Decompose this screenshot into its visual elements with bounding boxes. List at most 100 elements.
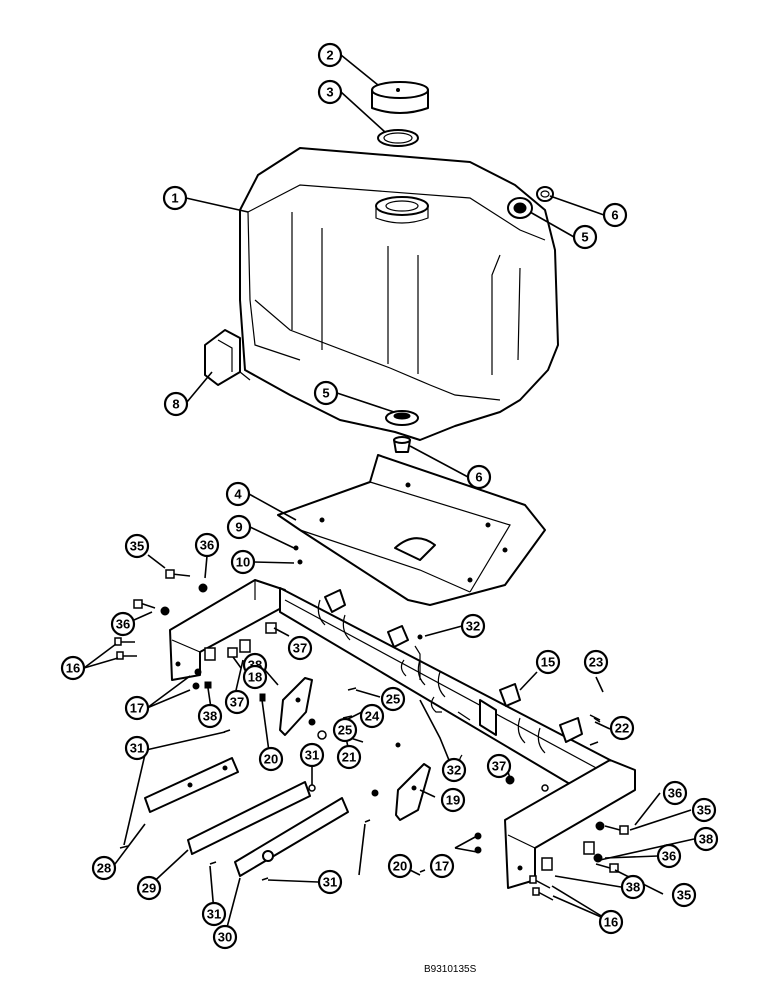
svg-text:32: 32: [466, 619, 480, 634]
svg-text:4: 4: [234, 487, 242, 502]
svg-text:38: 38: [699, 832, 713, 847]
svg-text:20: 20: [393, 859, 407, 874]
callout-5: 5: [572, 224, 598, 250]
svg-text:5: 5: [322, 386, 329, 401]
svg-text:37: 37: [293, 641, 307, 656]
callout-36: 36: [662, 780, 688, 806]
wear-strip-28: [144, 757, 239, 813]
callout-4: 4: [225, 481, 251, 507]
cap-gasket: [377, 129, 419, 147]
callout-30: 30: [212, 924, 238, 950]
svg-text:2: 2: [326, 48, 333, 63]
callout-17: 17: [429, 853, 455, 879]
callout-19: 19: [440, 787, 466, 813]
callout-31: 31: [299, 742, 325, 768]
svg-text:35: 35: [130, 539, 144, 554]
callout-31: 31: [317, 869, 343, 895]
svg-text:5: 5: [581, 230, 588, 245]
callout-3: 3: [317, 79, 343, 105]
callout-28: 28: [91, 855, 117, 881]
svg-text:18: 18: [248, 670, 262, 685]
callout-35: 35: [691, 797, 717, 823]
svg-text:10: 10: [236, 555, 250, 570]
tank: [239, 147, 559, 441]
callout-37: 37: [486, 753, 512, 779]
mounting-plate-19: [395, 763, 431, 821]
svg-text:1: 1: [171, 191, 178, 206]
svg-text:36: 36: [200, 538, 214, 553]
svg-text:3: 3: [326, 85, 333, 100]
svg-text:19: 19: [446, 793, 460, 808]
callout-8: 8: [163, 391, 189, 417]
svg-text:21: 21: [342, 750, 356, 765]
grommet-upper: [507, 197, 533, 219]
figure-id: B9310135S: [424, 964, 477, 975]
svg-text:38: 38: [626, 880, 640, 895]
callout-37: 37: [224, 689, 250, 715]
callout-1: 1: [162, 185, 188, 211]
callout-36: 36: [110, 611, 136, 637]
svg-text:31: 31: [130, 741, 144, 756]
tank-bracket: [204, 329, 251, 386]
svg-text:16: 16: [604, 915, 618, 930]
svg-text:16: 16: [66, 661, 80, 676]
callout-38: 38: [620, 874, 646, 900]
callout-25: 25: [380, 686, 406, 712]
svg-text:15: 15: [541, 655, 555, 670]
callout-36: 36: [194, 532, 220, 558]
svg-text:31: 31: [323, 875, 337, 890]
svg-text:6: 6: [611, 208, 618, 223]
svg-text:6: 6: [475, 470, 482, 485]
callout-36: 36: [656, 843, 682, 869]
callout-25: 25: [332, 717, 358, 743]
svg-text:8: 8: [172, 397, 179, 412]
wear-strip-30: [234, 797, 349, 877]
mounting-plate-18: [279, 677, 313, 736]
tank-cap: [371, 81, 429, 114]
wear-strip-29: [187, 781, 311, 855]
callout-2: 2: [317, 42, 343, 68]
svg-text:28: 28: [97, 861, 111, 876]
leader-lines: [83, 54, 695, 936]
callout-5: 5: [313, 380, 339, 406]
svg-text:24: 24: [365, 709, 380, 724]
svg-text:22: 22: [615, 721, 629, 736]
callout-24: 24: [359, 703, 385, 729]
svg-text:31: 31: [207, 907, 221, 922]
callouts: 2 3 1 6 5 8 5 6 4 9 35 36 10 36 32 37 16…: [60, 42, 719, 950]
svg-text:20: 20: [264, 752, 278, 767]
callout-22: 22: [609, 715, 635, 741]
svg-text:38: 38: [203, 709, 217, 724]
svg-text:9: 9: [235, 520, 242, 535]
svg-text:17: 17: [130, 701, 144, 716]
callout-35: 35: [124, 533, 150, 559]
svg-text:36: 36: [668, 786, 682, 801]
grommet-lower: [385, 410, 419, 426]
svg-text:25: 25: [386, 692, 400, 707]
callout-32: 32: [460, 613, 486, 639]
callout-10: 10: [230, 549, 256, 575]
callout-35: 35: [671, 882, 697, 908]
svg-text:36: 36: [116, 617, 130, 632]
svg-text:17: 17: [435, 859, 449, 874]
callout-31: 31: [201, 901, 227, 927]
svg-text:30: 30: [218, 930, 232, 945]
callout-17: 17: [124, 695, 150, 721]
svg-text:31: 31: [305, 748, 319, 763]
callout-37: 37: [287, 635, 313, 661]
callout-31: 31: [124, 735, 150, 761]
callout-18: 18: [242, 664, 268, 690]
svg-text:37: 37: [492, 759, 506, 774]
callout-6: 6: [602, 202, 628, 228]
callout-20: 20: [387, 853, 413, 879]
svg-text:37: 37: [230, 695, 244, 710]
plug-upper: [536, 186, 554, 202]
svg-text:25: 25: [338, 723, 352, 738]
callout-23: 23: [583, 649, 609, 675]
svg-text:29: 29: [142, 881, 156, 896]
svg-text:36: 36: [662, 849, 676, 864]
tank-support-pan: [277, 454, 546, 606]
callout-16: 16: [598, 909, 624, 935]
callout-32: 32: [441, 757, 467, 783]
